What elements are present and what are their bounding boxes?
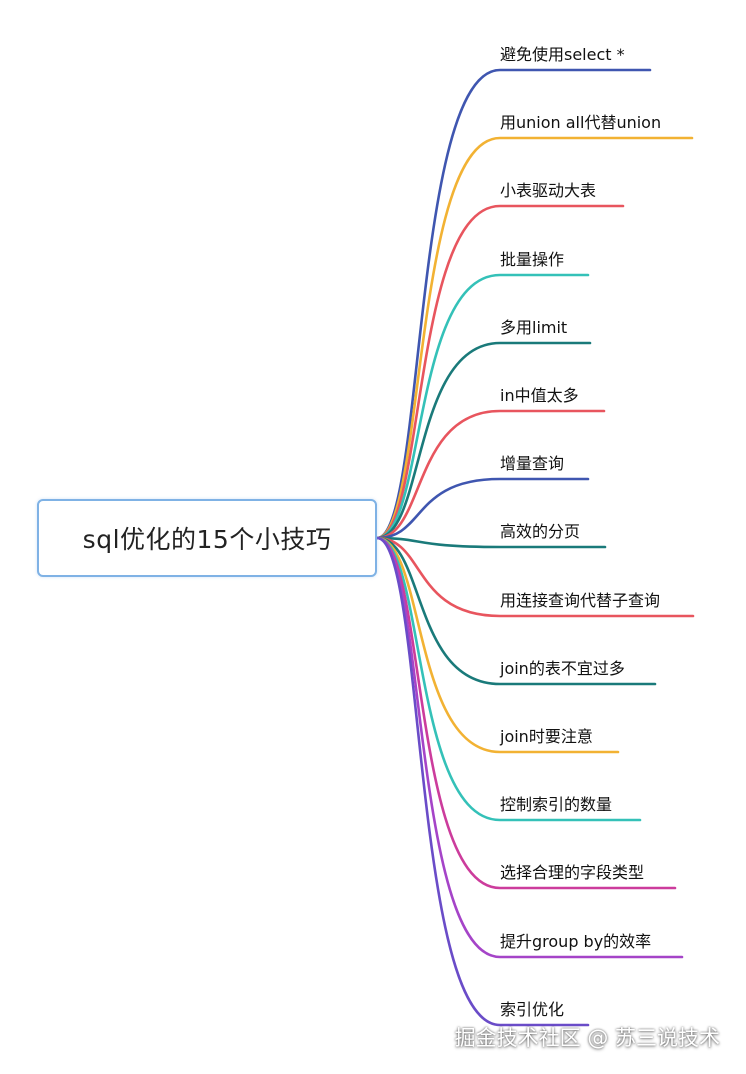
root-node[interactable]: sql优化的15个小技巧 — [37, 499, 377, 577]
branch-node[interactable]: 小表驱动大表 — [500, 181, 597, 200]
branch-node[interactable]: 高效的分页 — [500, 522, 581, 541]
branch-connector — [375, 136, 694, 540]
branch-connector — [375, 204, 625, 540]
branch-node[interactable]: 控制索引的数量 — [500, 795, 613, 814]
branch-connector — [375, 341, 592, 540]
branch-node[interactable]: join时要注意 — [500, 727, 593, 746]
branch-connector — [375, 477, 590, 540]
branch-connector — [375, 273, 590, 540]
watermark: 掘金技术社区 @ 苏三说技术 — [454, 1026, 720, 1050]
branch-node[interactable]: 提升group by的效率 — [500, 932, 652, 951]
branch-node[interactable]: 用union all代替union — [500, 113, 662, 132]
branch-connector — [375, 536, 657, 686]
root-label: sql优化的15个小技巧 — [82, 525, 332, 554]
branch-node[interactable]: 增量查询 — [500, 454, 565, 473]
branch-connector — [375, 536, 620, 754]
branch-node[interactable]: 用连接查询代替子查询 — [500, 591, 661, 610]
branch-connector — [375, 68, 652, 540]
branch-connector — [375, 536, 607, 549]
branch-connector — [375, 536, 695, 618]
branch-node[interactable]: 批量操作 — [500, 250, 565, 269]
branch-node[interactable]: join的表不宜过多 — [500, 659, 625, 678]
branch-connector — [375, 536, 642, 822]
branch-node[interactable]: 选择合理的字段类型 — [500, 863, 645, 882]
branch-connector — [375, 536, 590, 1027]
branch-node[interactable]: 索引优化 — [500, 1000, 565, 1019]
branch-node[interactable]: 避免使用select * — [500, 45, 625, 64]
branch-node[interactable]: in中值太多 — [500, 386, 579, 405]
branch-node[interactable]: 多用limit — [500, 318, 568, 337]
branch-connector — [375, 409, 606, 540]
